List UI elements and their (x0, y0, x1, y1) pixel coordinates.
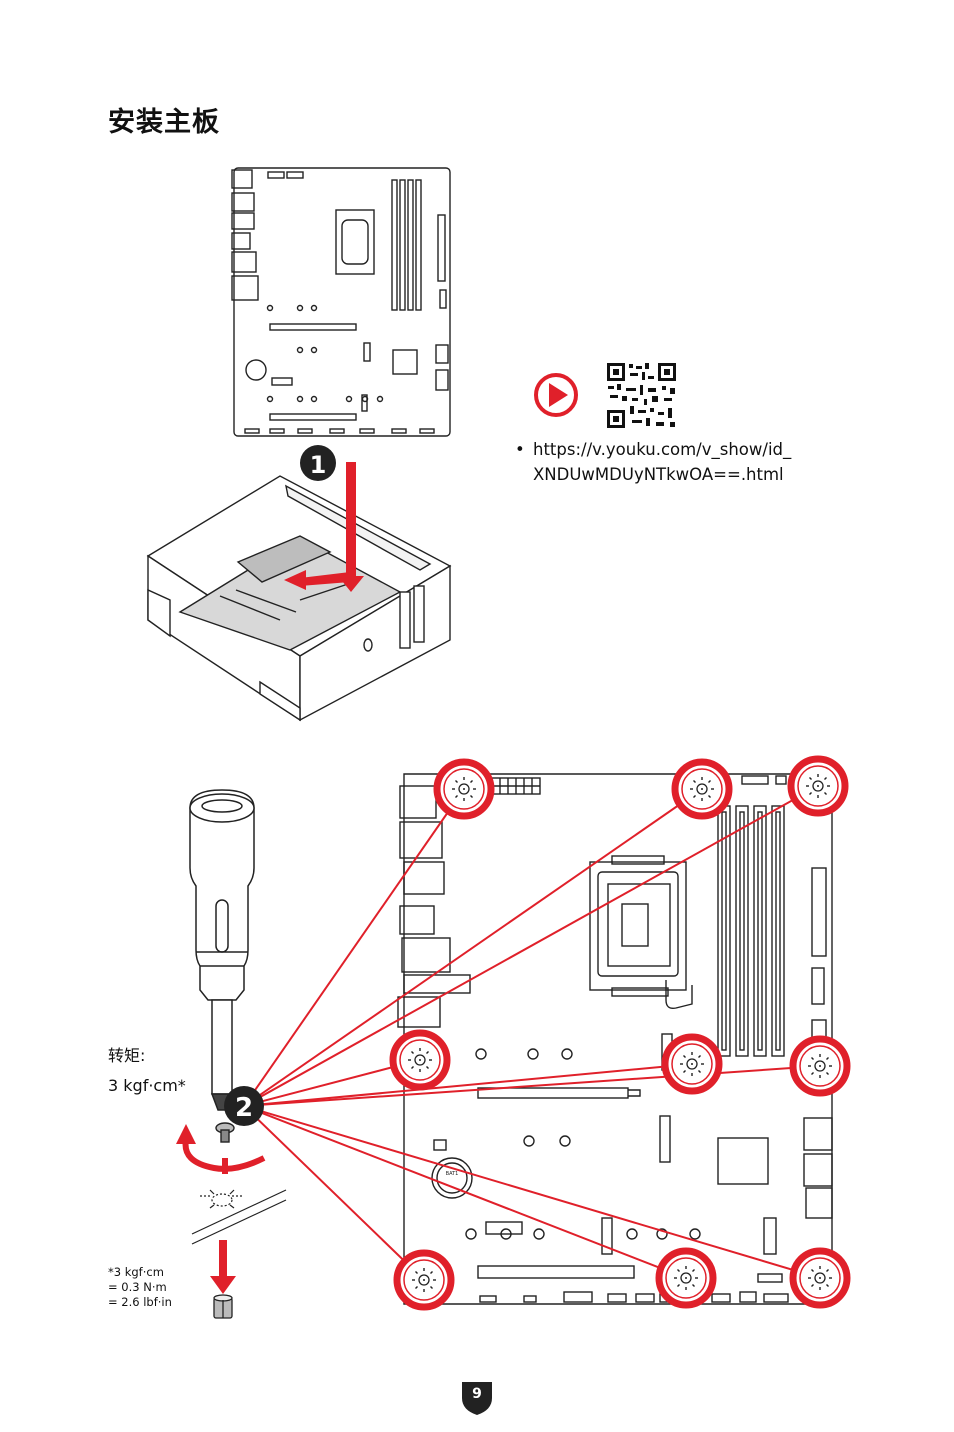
battery-label: BAT1 (446, 1171, 459, 1177)
page-number-badge: 9 (458, 1378, 496, 1416)
torque-label: 转矩: (108, 1046, 146, 1065)
step-2-badge (224, 1086, 264, 1126)
step-1-number: 1 (310, 451, 327, 479)
video-url-line1[interactable]: https://v.youku.com/v_show/id_ (533, 440, 792, 459)
standoff-icon (213, 1294, 233, 1319)
step-1-badge (300, 445, 336, 481)
page-title: 安装主板 (108, 107, 220, 138)
mount-hole-target (191, 1189, 287, 1245)
page-number: 9 (472, 1386, 482, 1402)
torque-value: 3 kgf·cm* (108, 1076, 186, 1095)
rotate-clockwise-icon (182, 1139, 266, 1172)
down-arrow-icon (210, 1240, 236, 1294)
step-2-number: 2 (235, 1093, 253, 1123)
motherboard-large-diagram (397, 773, 833, 1305)
play-icon (534, 373, 578, 417)
torque-note-line3: = 2.6 lbf·in (108, 1295, 172, 1309)
screwdriver-icon (189, 789, 255, 1111)
qr-code (606, 362, 676, 428)
video-url-line2[interactable]: XNDUwMDUyNTkwOA==.html (533, 465, 784, 484)
screw-guide-lines (243, 785, 821, 1281)
bullet: • (515, 440, 525, 459)
torque-note-line2: = 0.3 N·m (108, 1280, 167, 1294)
pc-case-diagram (146, 475, 452, 722)
rotate-arrowhead (176, 1124, 196, 1144)
video-url[interactable]: • https://v.youku.com/v_show/id_ XNDUwMDU… (515, 437, 791, 487)
insert-arrows (284, 462, 364, 592)
motherboard-top-diagram (231, 167, 451, 437)
screw-icon (215, 1122, 235, 1143)
torque-conversion-note: *3 kgf·cm = 0.3 N·m = 2.6 lbf·in (108, 1265, 172, 1310)
screw-down-segment (222, 1158, 228, 1174)
torque-note-line1: *3 kgf·cm (108, 1265, 164, 1279)
